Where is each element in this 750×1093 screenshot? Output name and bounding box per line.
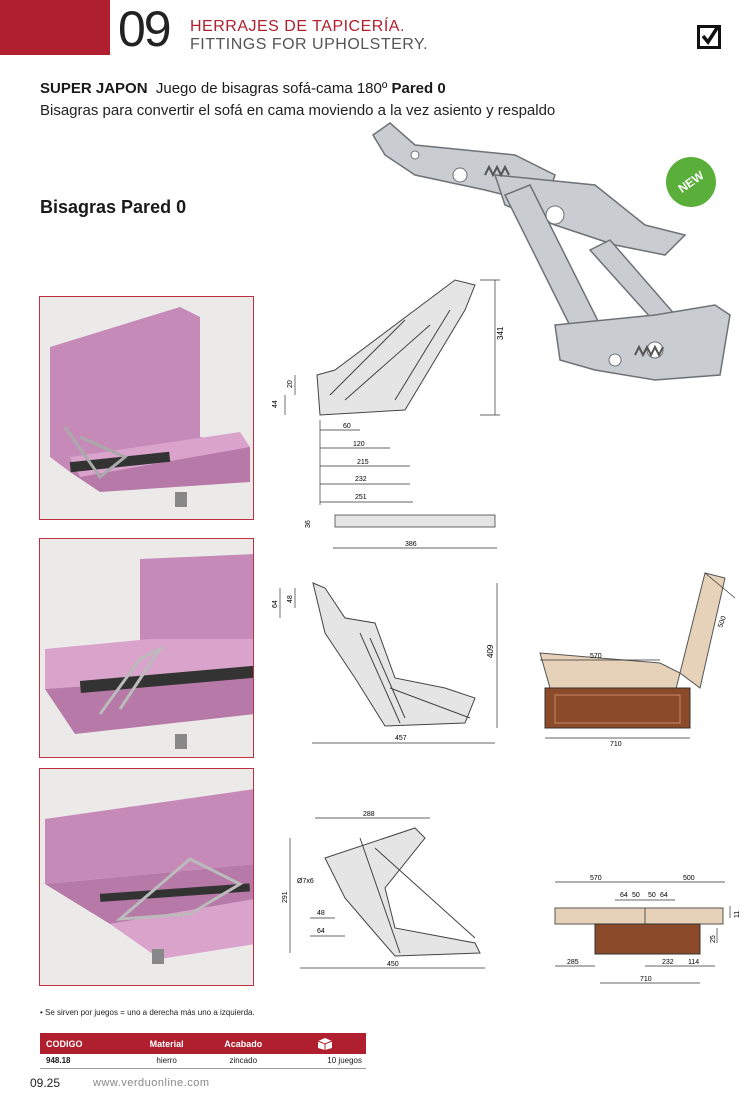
- dim-386: 386: [405, 541, 417, 548]
- product-title: SUPER JAPON Juego de bisagras sofá-cama …: [40, 80, 446, 97]
- sofa-photo-closed: [39, 296, 254, 520]
- table-row: 948.18 hierro zincado 10 juegos: [40, 1054, 366, 1069]
- checkbox-icon: [697, 25, 721, 49]
- page-number: 09.25: [30, 1076, 61, 1090]
- dim-48b: 48: [287, 595, 294, 603]
- dim-232: 232: [355, 476, 367, 483]
- dim-64c: 64: [317, 928, 325, 935]
- sofa-photo-mid: [39, 538, 254, 758]
- cell-acabado: zincado: [202, 1054, 284, 1069]
- table-header-row: CODIGO Material Acabado: [40, 1033, 366, 1054]
- dim-36: 36: [305, 520, 312, 528]
- dim-120: 120: [353, 441, 365, 448]
- section-title: Bisagras Pared 0: [40, 197, 187, 217]
- dim-570b: 570: [590, 875, 602, 882]
- hinge-product-image: [371, 122, 731, 381]
- product-table: CODIGO Material Acabado 948.18 hierro zi…: [40, 1033, 366, 1069]
- dim-341: 341: [496, 326, 505, 340]
- dim-50b: 50: [648, 892, 656, 899]
- cell-material: hierro: [130, 1054, 203, 1069]
- hinge-diagram-folded: 341 20 44 60 120 215 232 251 36 386: [272, 279, 505, 549]
- dim-500a: 500: [717, 615, 728, 628]
- chapter-title-es: HERRAJES DE TAPICERÍA.: [190, 18, 405, 35]
- dim-710a: 710: [610, 741, 622, 748]
- cell-codigo: 948.18: [40, 1054, 131, 1069]
- header-color-band: [0, 0, 110, 55]
- dim-20: 20: [287, 380, 294, 388]
- dim-50a: 50: [632, 892, 640, 899]
- footnote: • Se sirven por juegos = uno a derecha m…: [40, 1008, 255, 1017]
- hinge-diagram-bed: 288 Ø7x6 291 48 64 450: [282, 811, 485, 969]
- dim-48c: 48: [317, 910, 325, 917]
- product-title-text: Juego de bisagras sofá-cama 180º: [155, 80, 388, 97]
- col-codigo: CODIGO: [40, 1033, 131, 1054]
- dim-64d: 64: [620, 892, 628, 899]
- dim-232b: 232: [662, 959, 674, 966]
- dim-64e: 64: [660, 892, 668, 899]
- product-name: SUPER JAPON: [40, 80, 148, 97]
- dim-60: 60: [343, 423, 351, 430]
- chapter-number: 09: [118, 1, 172, 57]
- chapter-title-en: FITTINGS FOR UPHOLSTERY.: [190, 36, 429, 53]
- dim-500b: 500: [683, 875, 695, 882]
- dim-570a: 570: [590, 653, 602, 660]
- dim-457: 457: [395, 735, 407, 742]
- dim-dia: Ø7x6: [297, 878, 314, 885]
- dim-710b: 710: [640, 976, 652, 983]
- dim-44: 44: [272, 400, 279, 408]
- product-subtitle: Bisagras para convertir el sofá en cama …: [40, 102, 556, 119]
- sofa-photo-bed: [39, 768, 254, 986]
- box-icon: [317, 1037, 333, 1050]
- sofa-diagram-bed: 570 500 64 50 50 64 11 25 285 232 114 71…: [554, 875, 741, 984]
- dim-11: 11: [734, 911, 741, 918]
- dim-288: 288: [363, 811, 375, 818]
- dim-409: 409: [486, 644, 495, 658]
- dim-25: 25: [710, 935, 717, 943]
- dim-251: 251: [355, 494, 367, 501]
- col-material: Material: [130, 1033, 203, 1054]
- website-link[interactable]: www.verduonline.com: [93, 1077, 210, 1089]
- dim-285: 285: [567, 959, 579, 966]
- hinge-diagram-open: 64 48 409 457: [272, 582, 498, 744]
- col-acabado: Acabado: [202, 1033, 284, 1054]
- dim-291: 291: [282, 891, 289, 903]
- dim-215: 215: [357, 459, 369, 466]
- cell-pack: 10 juegos: [283, 1054, 366, 1069]
- dim-114: 114: [688, 959, 699, 966]
- dim-450: 450: [387, 961, 399, 968]
- sofa-diagram-open: 570 500 710: [539, 572, 736, 748]
- dim-64b: 64: [272, 600, 279, 608]
- product-title-bold: Pared 0: [391, 80, 446, 97]
- col-pack: [283, 1033, 366, 1054]
